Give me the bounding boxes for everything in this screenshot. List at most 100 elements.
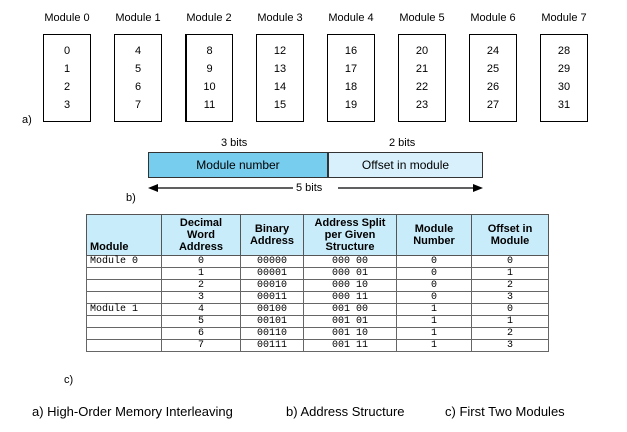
module-title: Module 1: [115, 12, 161, 24]
module-word: 7: [134, 99, 142, 111]
table-cell: 00011: [240, 291, 304, 304]
total-bits-arrow: [148, 184, 483, 192]
module-word: 31: [557, 99, 571, 111]
module-word: 20: [415, 45, 429, 57]
table-cell: [86, 339, 162, 352]
table-cell: 6: [161, 327, 241, 340]
module-word: 8: [206, 45, 213, 57]
table-cell: 00010: [240, 279, 304, 292]
table-cell: [86, 279, 162, 292]
table-cell: 1: [161, 267, 241, 280]
table-cell: 1: [471, 267, 549, 280]
module-word: 4: [134, 45, 142, 57]
caption-a: a) High-Order Memory Interleaving: [32, 404, 233, 419]
table-cell: 001 11: [303, 339, 397, 352]
module-title: Module 4: [328, 12, 374, 24]
table-header-cell: Address Split per Given Structure: [303, 214, 397, 256]
table-cell: [86, 267, 162, 280]
table-cell: 00110: [240, 327, 304, 340]
table-cell: 3: [471, 339, 549, 352]
table-cell: 000 11: [303, 291, 397, 304]
offset-in-module-field: Offset in module: [328, 152, 483, 178]
table-cell: 7: [161, 339, 241, 352]
caption-b: b) Address Structure: [286, 404, 405, 419]
module-word: 15: [273, 99, 287, 111]
table-cell: 00001: [240, 267, 304, 280]
part-a-label: a): [22, 114, 32, 126]
table-cell: 0: [396, 279, 472, 292]
module-word: 18: [344, 81, 358, 93]
caption-c: c) First Two Modules: [445, 404, 565, 419]
module-word: 5: [134, 63, 142, 75]
module-word: 28: [557, 45, 571, 57]
table-cell: 000 10: [303, 279, 397, 292]
module-word: 1: [63, 63, 71, 75]
table-cell: 000 00: [303, 255, 397, 268]
module-word: 3: [63, 99, 71, 111]
module-title: Module 7: [541, 12, 587, 24]
table-header-cell: Binary Address: [240, 214, 304, 256]
module-number-field: Module number: [148, 152, 328, 178]
table-cell: 001 01: [303, 315, 397, 328]
module-title: Module 6: [470, 12, 516, 24]
table-cell: [86, 291, 162, 304]
arrow-head-right-icon: [473, 184, 483, 192]
table-header-cell: Decimal Word Address: [161, 214, 241, 256]
module-word: 2: [63, 81, 71, 93]
table-cell: 0: [161, 255, 241, 268]
module-title: Module 2: [186, 12, 232, 24]
table-cell: 00101: [240, 315, 304, 328]
module-word: 16: [344, 45, 358, 57]
table-cell: 2: [471, 279, 549, 292]
module-bits-label: 3 bits: [221, 137, 248, 149]
module-word: 24: [486, 45, 500, 57]
table-cell: 0: [471, 303, 549, 316]
table-cell: 3: [471, 291, 549, 304]
table-cell: 000 01: [303, 267, 397, 280]
module-word: 13: [273, 63, 287, 75]
module-word: 10: [203, 81, 216, 93]
table-cell: 00100: [240, 303, 304, 316]
table-header-cell: Offset in Module: [471, 214, 549, 256]
table-header-cell: Module Number: [396, 214, 472, 256]
table-cell: 0: [471, 255, 549, 268]
table-cell: 4: [161, 303, 241, 316]
module-word: 23: [415, 99, 429, 111]
module-word: 19: [344, 99, 358, 111]
module-box: 20 21 22 23: [398, 34, 446, 122]
table-cell: 1: [396, 315, 472, 328]
module-title: Module 5: [399, 12, 445, 24]
table-cell: 1: [471, 315, 549, 328]
module-word: 21: [415, 63, 429, 75]
arrow-head-left-icon: [148, 184, 158, 192]
table-cell: 1: [396, 303, 472, 316]
table-cell: Module 1: [86, 303, 162, 316]
module-word: 6: [134, 81, 142, 93]
table-header-cell: Module: [86, 214, 162, 256]
table-cell: [86, 315, 162, 328]
module-title: Module 3: [257, 12, 303, 24]
module-word: 22: [415, 81, 429, 93]
module-word: 30: [557, 81, 571, 93]
table-cell: 001 10: [303, 327, 397, 340]
table-cell: 00000: [240, 255, 304, 268]
table-cell: 0: [396, 267, 472, 280]
table-cell: Module 0: [86, 255, 162, 268]
offset-bits-label: 2 bits: [389, 137, 416, 149]
table-cell: 3: [161, 291, 241, 304]
module-word: 9: [206, 63, 213, 75]
